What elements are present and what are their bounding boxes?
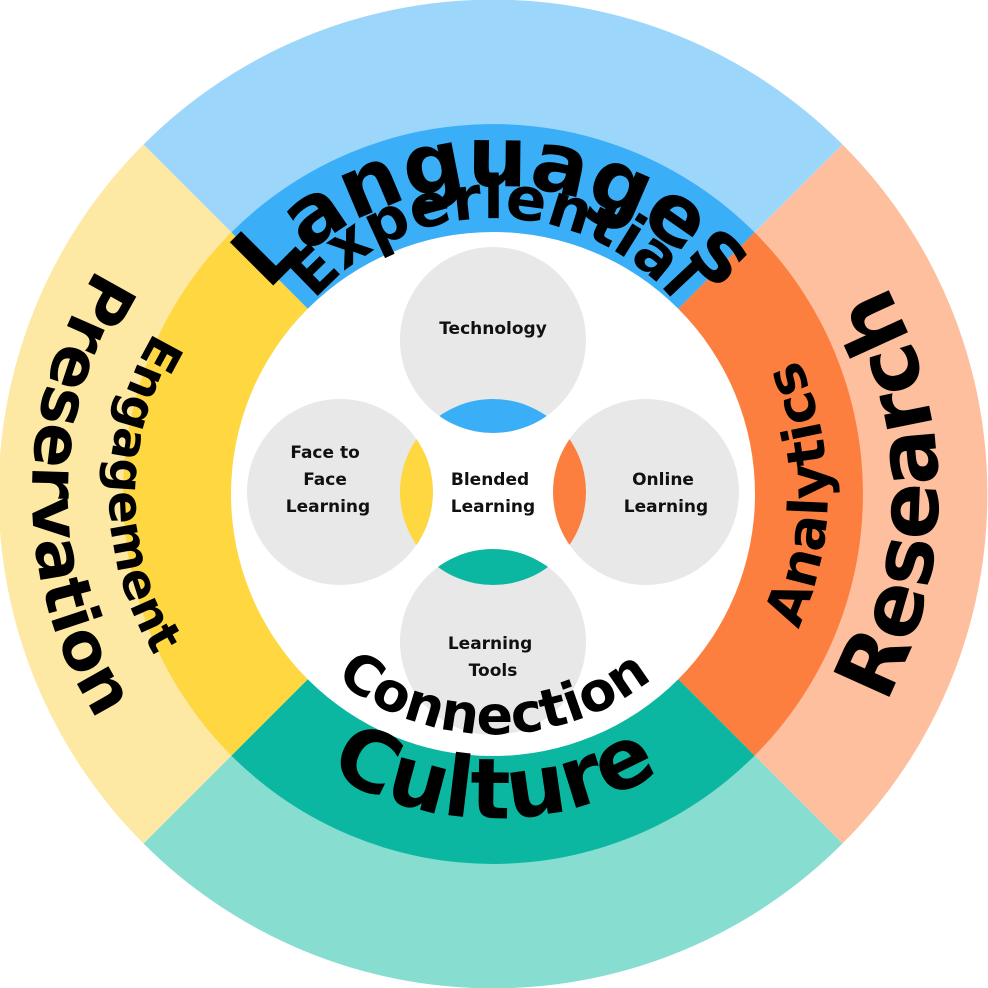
center-disc bbox=[231, 232, 755, 756]
circle-learning-tools bbox=[400, 549, 586, 735]
circle-face-to-face-learning bbox=[247, 399, 433, 585]
label-technology: Technology bbox=[439, 319, 547, 339]
label-learning-tools: Learning Tools bbox=[448, 634, 538, 681]
circle-online-learning bbox=[553, 399, 739, 585]
label-online-learning: Online Learning bbox=[624, 470, 708, 517]
label-face-to-face-learning: Face to Face Learning bbox=[286, 443, 370, 517]
circle-technology bbox=[400, 247, 586, 433]
label-blended-learning: Blended Learning bbox=[451, 470, 535, 517]
